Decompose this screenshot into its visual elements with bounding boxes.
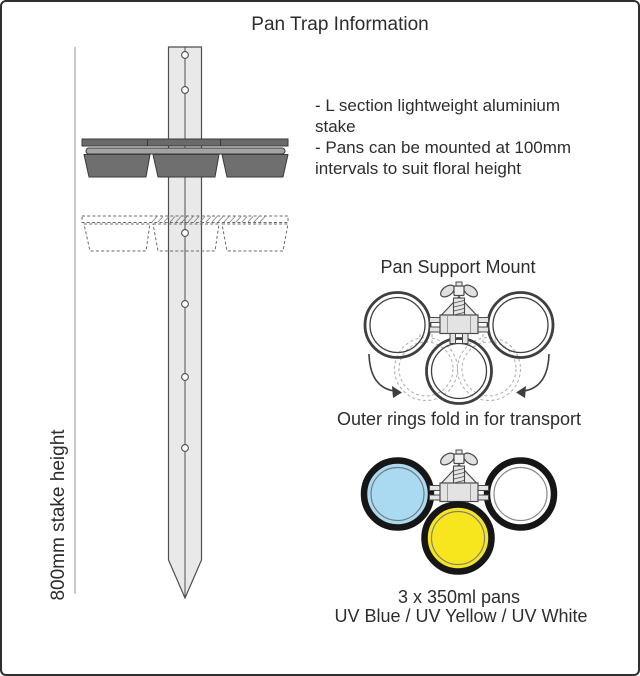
alternate-pan-position-dashed (81, 215, 289, 252)
pan-support-rings (363, 291, 555, 405)
pans-colors-label: UV Blue / UV Yellow / UV White (334, 606, 588, 626)
stake-height-label: 800mm stake height (48, 429, 69, 601)
note-line: - L section lightweight aluminium (315, 96, 561, 115)
uv-yellow-pan-inner-rim (430, 510, 486, 566)
mount-fold-caption: Outer rings fold in for transport (336, 409, 582, 429)
pans-quantity-label: 3 x 350ml pans (397, 587, 521, 607)
uv-yellow-pan (421, 501, 495, 575)
note-line: intervals to suit floral height (315, 159, 521, 178)
coloured-pans-diagram (360, 449, 558, 575)
uv-blue-pan (360, 457, 435, 531)
stake-diagram (74, 46, 289, 600)
dashed-rail-hatching (151, 216, 266, 223)
uv-white-pan (483, 457, 558, 531)
uv-blue-pan-inner-rim (370, 466, 425, 522)
stake-mounting-holes (181, 51, 189, 452)
fold-arrow-right (516, 353, 550, 398)
mounted-pans-side-view (81, 138, 289, 178)
uv-white-pan-inner-rim (493, 466, 548, 522)
pan-support-mount-diagram (363, 281, 555, 405)
stake-notes: - L section lightweight aluminium stake … (315, 95, 571, 179)
note-line: - Pans can be mounted at 100mm (315, 138, 572, 157)
page-title: Pan Trap Information (251, 14, 429, 35)
mount-section-heading: Pan Support Mount (380, 257, 536, 277)
note-line: stake (315, 117, 356, 136)
fold-arrow-left (368, 353, 402, 398)
